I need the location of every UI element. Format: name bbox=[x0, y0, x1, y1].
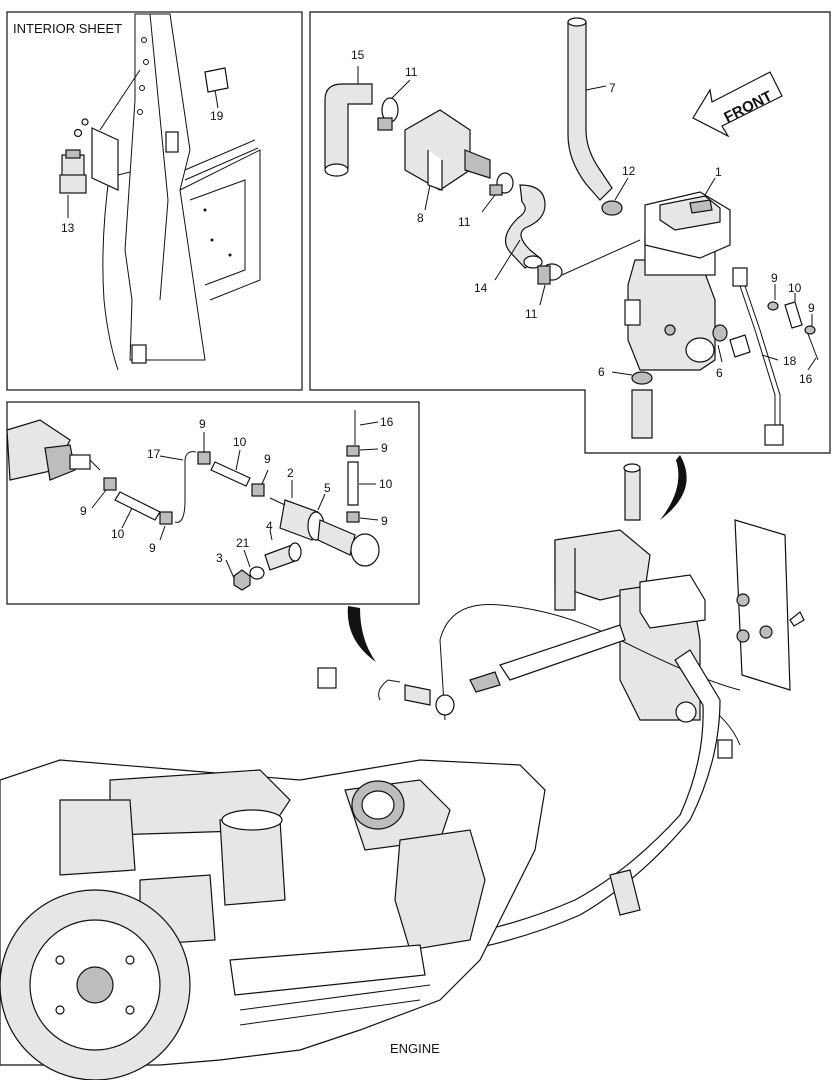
callout-16-fuel: 16 bbox=[380, 415, 394, 429]
callout-10-fuel-a: 10 bbox=[111, 527, 125, 541]
callout-9-a: 9 bbox=[771, 271, 778, 285]
callout-9-fuel-c: 9 bbox=[199, 417, 206, 431]
callout-11-mid: 11 bbox=[458, 215, 471, 229]
callout-6-right: 6 bbox=[716, 366, 723, 380]
callout-11-top: 11 bbox=[405, 65, 418, 79]
callout-14: 14 bbox=[474, 281, 488, 295]
engine-title: ENGINE bbox=[390, 1041, 440, 1056]
callout-9-fuel-b: 9 bbox=[149, 541, 156, 555]
callout-1: 1 bbox=[715, 165, 722, 179]
callout-17: 17 bbox=[147, 447, 161, 461]
interior-sheet-title: INTERIOR SHEET bbox=[13, 21, 122, 36]
callout-7: 7 bbox=[609, 81, 616, 95]
callout-15: 15 bbox=[351, 48, 365, 62]
callout-9-b: 9 bbox=[808, 301, 815, 315]
callout-13: 13 bbox=[61, 221, 75, 235]
callout-18: 18 bbox=[783, 354, 797, 368]
callout-9-fuel-e: 9 bbox=[381, 441, 388, 455]
callout-3: 3 bbox=[216, 551, 223, 565]
callout-5: 5 bbox=[324, 481, 331, 495]
callout-12: 12 bbox=[622, 164, 636, 178]
callout-6-left: 6 bbox=[598, 365, 605, 379]
callout-2: 2 bbox=[287, 466, 294, 480]
callout-4: 4 bbox=[266, 519, 273, 533]
engine-assembly: ENGINE bbox=[0, 455, 805, 1080]
callout-9-fuel-d: 9 bbox=[264, 452, 271, 466]
callout-10-fuel-e: 10 bbox=[379, 477, 393, 491]
heater-unit bbox=[624, 191, 731, 371]
callout-11-low: 11 bbox=[525, 307, 538, 321]
detail-arrow-fuel bbox=[347, 606, 376, 662]
detail-arrow-heater bbox=[660, 455, 687, 520]
heater-panel: FRONT 15 11 8 11 14 11 bbox=[309, 11, 831, 454]
callout-19: 19 bbox=[210, 109, 224, 123]
callout-16-heater: 16 bbox=[799, 372, 813, 386]
callout-9-fuel-f: 9 bbox=[381, 514, 388, 528]
callout-8: 8 bbox=[417, 211, 424, 225]
callout-9-fuel-a: 9 bbox=[80, 504, 87, 518]
callout-10-heater: 10 bbox=[788, 281, 802, 295]
interior-sheet-panel: INTERIOR SHEET 19 13 bbox=[6, 11, 303, 391]
fuel-line-panel: 9 10 9 17 9 10 9 2 5 4 bbox=[6, 401, 420, 605]
callout-10-fuel-c: 10 bbox=[233, 435, 247, 449]
callout-21: 21 bbox=[236, 536, 250, 550]
